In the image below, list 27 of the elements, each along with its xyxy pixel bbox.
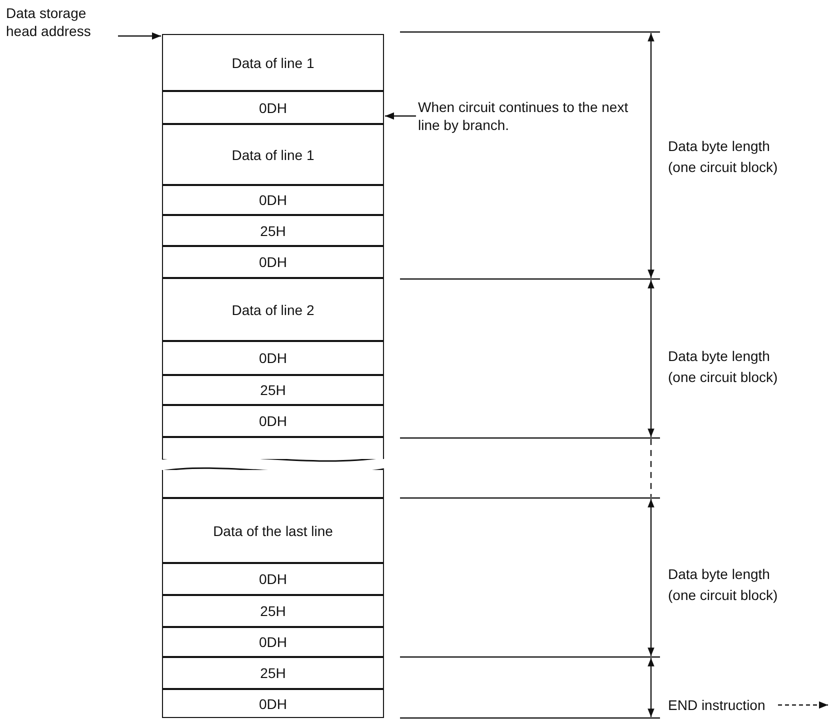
- empty-memory-cell: [162, 437, 384, 459]
- memory-cell: Data of line 2: [162, 278, 384, 341]
- memory-cell: 25H: [162, 215, 384, 246]
- annotation-text: When circuit continues to the next line by branch.: [418, 96, 648, 136]
- memory-cell: 0DH: [162, 341, 384, 375]
- leader-arrow: [118, 32, 161, 40]
- dimension-label: Data byte length (one circuit block): [668, 565, 779, 605]
- memory-cell: 25H: [162, 657, 384, 689]
- memory-cell: Data of line 1: [162, 34, 384, 91]
- memory-cell: 0DH: [162, 689, 384, 718]
- memory-cell: Data of the last line: [162, 498, 384, 563]
- pointer-label: Data storage head address: [6, 0, 116, 44]
- memory-cell: 0DH: [162, 627, 384, 657]
- dimension-label: Data byte length (one circuit block): [668, 347, 779, 387]
- memory-cell: 0DH: [162, 563, 384, 595]
- memory-cell: 0DH: [162, 246, 384, 278]
- memory-cell: 25H: [162, 375, 384, 405]
- annotation-text: END instruction: [668, 695, 778, 715]
- memory-cell: 0DH: [162, 91, 384, 124]
- memory-cell: Data of line 1: [162, 124, 384, 185]
- memory-cell: 0DH: [162, 185, 384, 215]
- memory-cell: 0DH: [162, 405, 384, 437]
- leader-arrow: [778, 701, 828, 709]
- empty-memory-cell: [162, 470, 384, 498]
- memory-cell: 25H: [162, 595, 384, 627]
- dimension-label: Data byte length (one circuit block): [668, 137, 779, 177]
- leader-arrow: [385, 112, 416, 120]
